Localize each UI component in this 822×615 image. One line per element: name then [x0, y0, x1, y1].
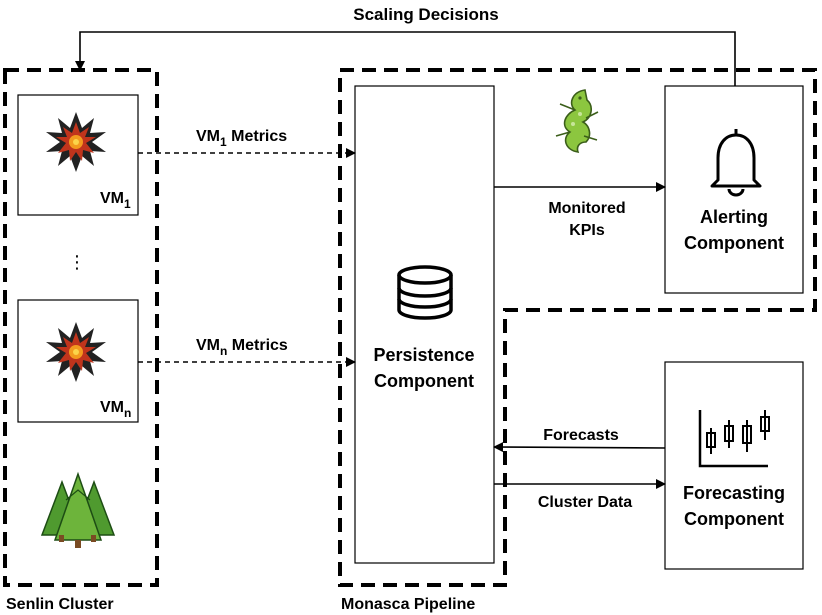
forecasts-label: Forecasts: [543, 427, 619, 444]
senlin-cluster-label: Senlin Cluster: [6, 596, 114, 613]
vm-ellipsis: ⋮: [68, 252, 86, 273]
alerting-component-box: [664, 85, 804, 294]
bell-icon: [710, 129, 762, 197]
forecasts-arrow: [493, 442, 666, 453]
alerting-component-label-line2: Component: [684, 233, 784, 253]
starburst-icon: [46, 112, 106, 172]
persistence-component-box: [354, 85, 495, 564]
persistence-component-label-line1: Persistence: [373, 345, 474, 365]
monitored-kpis-label-line1: Monitored: [548, 200, 625, 217]
database-icon: [397, 265, 453, 320]
vmn-label: VMn: [100, 399, 131, 420]
alerting-component-label-line1: Alerting: [700, 207, 768, 227]
persistence-component-label-line2: Component: [374, 371, 474, 391]
senlin-cluster-boundary: [3, 68, 159, 587]
scaling-decisions-arrow: [75, 31, 736, 86]
candlestick-chart-icon: [698, 410, 770, 468]
pine-trees-icon: [40, 471, 116, 548]
vm1-metrics-label: VM1 Metrics: [196, 128, 287, 149]
vm1-label: VM1: [100, 190, 131, 211]
cluster-data-label: Cluster Data: [538, 494, 632, 511]
forecasting-component-label-line1: Forecasting: [683, 483, 785, 503]
scaling-decisions-label: Scaling Decisions: [353, 5, 499, 24]
monasca-pipeline-label: Monasca Pipeline: [341, 596, 475, 613]
forecasting-component-label-line2: Component: [684, 509, 784, 529]
vmn-metrics-label: VMn Metrics: [196, 337, 288, 358]
monitored-kpis-label-line2: KPIs: [569, 222, 605, 239]
monasca-pipeline-boundary: [338, 68, 817, 587]
lizard-icon: [555, 89, 599, 153]
starburst-icon: [46, 322, 106, 382]
